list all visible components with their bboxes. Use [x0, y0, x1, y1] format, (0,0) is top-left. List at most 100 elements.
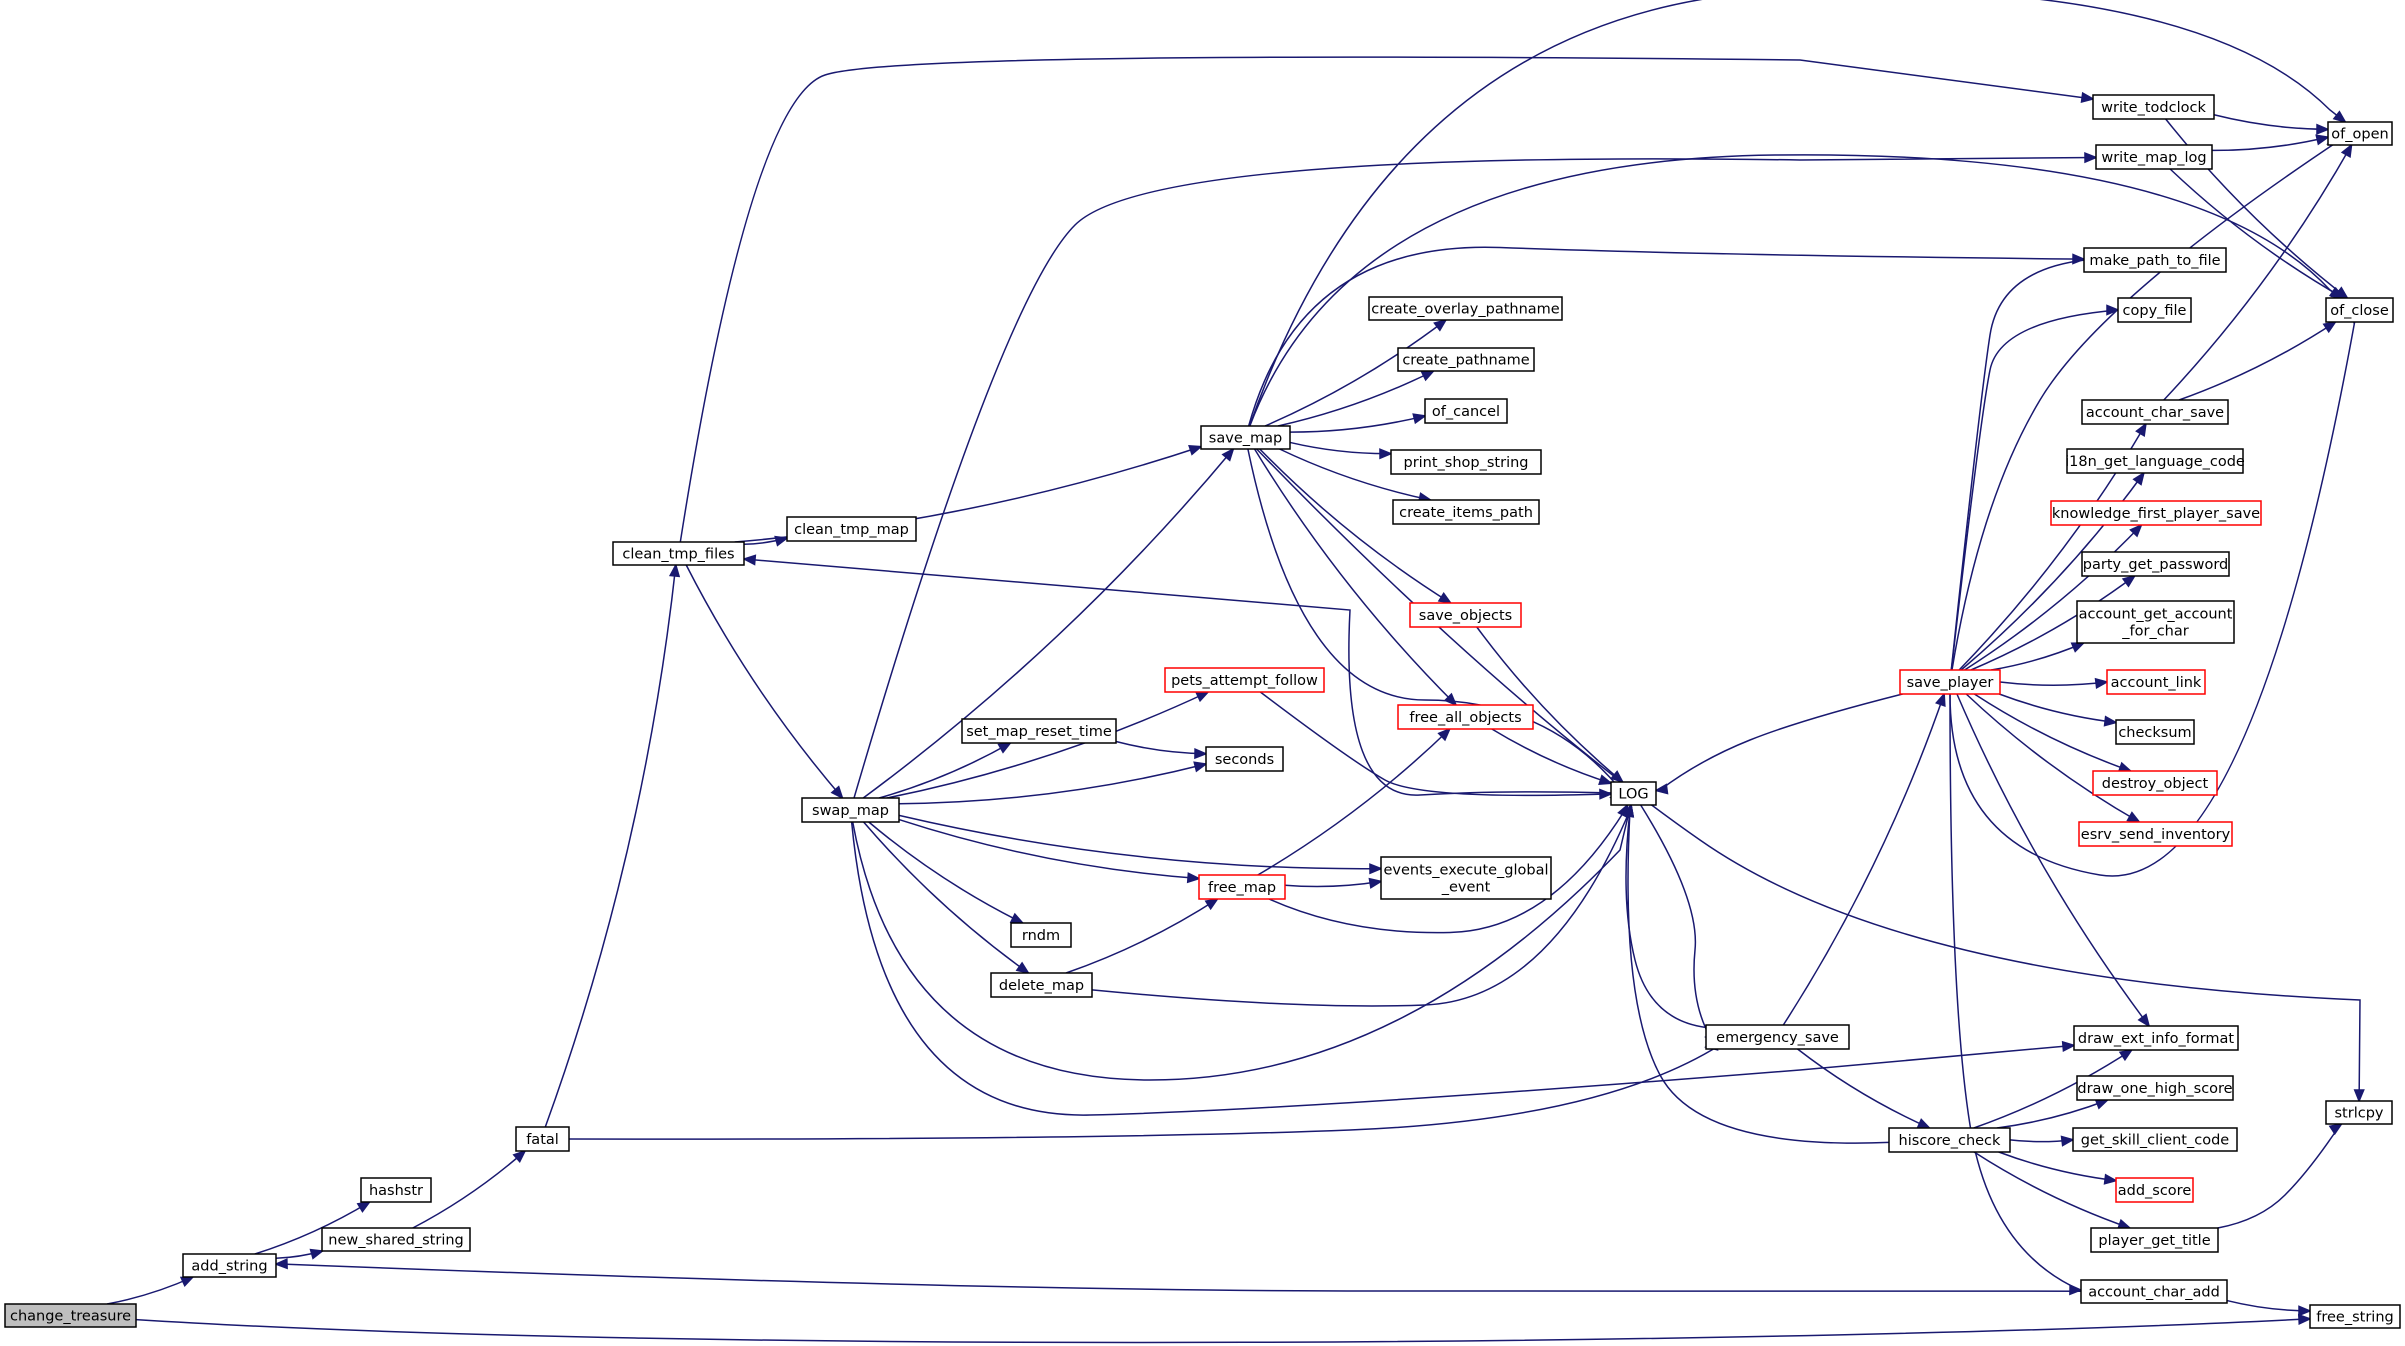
- edge-hiscore_check-to-get_skill_client_code: [2009, 1135, 2075, 1147]
- node-events-execute-global-event[interactable]: events_execute_global_event: [1380, 856, 1552, 900]
- edge-new_shared_string-to-fatal: [412, 1149, 527, 1229]
- node-new-shared-string[interactable]: new_shared_string: [321, 1227, 471, 1252]
- node-knowledge-first-player-save[interactable]: knowledge_first_player_save: [2050, 500, 2262, 526]
- edge-account_char_save-to-of_open: [2163, 143, 2353, 401]
- edge-save_player-to-account_get_account_for_char: [1990, 642, 2086, 671]
- edge-save_map-to-save_objects: [1259, 448, 1453, 605]
- node-account-get-account-for-char[interactable]: account_get_account_for_char: [2076, 600, 2235, 644]
- node-label: of_open: [2331, 127, 2388, 143]
- edge-save_player-to-copy_file: [1950, 304, 2120, 671]
- edge-clean_tmp_files-to-swap_map: [685, 564, 844, 800]
- edge-free_map-to-free_all_objects: [1257, 727, 1452, 876]
- edge-save_map-to-create_overlay_pathname: [1264, 318, 1448, 427]
- node-hiscore-check[interactable]: hiscore_check: [1888, 1127, 2011, 1153]
- node-label: knowledge_first_player_save: [2052, 506, 2260, 522]
- node-rndm[interactable]: rndm: [1010, 922, 1072, 948]
- node-of-close[interactable]: of_close: [2325, 297, 2394, 323]
- node-label: free_map: [1208, 880, 1276, 896]
- edge-swap_map-to-set_map_reset_time: [878, 742, 1013, 799]
- node-free-all-objects[interactable]: free_all_objects: [1397, 704, 1534, 730]
- edge-swap_map-to-rndm: [868, 821, 1025, 924]
- node-label: create_overlay_pathname: [1371, 302, 1560, 318]
- node-label: esrv_send_inventory: [2081, 827, 2231, 843]
- node-strlcpy[interactable]: strlcpy: [2325, 1100, 2393, 1125]
- node-clean-tmp-map[interactable]: clean_tmp_map: [786, 516, 917, 542]
- node-set-map-reset-time[interactable]: set_map_reset_time: [961, 718, 1117, 744]
- node-delete-map[interactable]: delete_map: [990, 972, 1093, 998]
- edge-write_todclock-to-of_open: [2213, 114, 2330, 135]
- node-save-objects[interactable]: save_objects: [1409, 602, 1522, 628]
- node-checksum[interactable]: checksum: [2115, 719, 2195, 745]
- node-swap-map[interactable]: swap_map: [801, 797, 900, 823]
- node-destroy-object[interactable]: destroy_object: [2092, 770, 2218, 796]
- node-fatal[interactable]: fatal: [515, 1126, 570, 1152]
- node-party-get-password[interactable]: party_get_password: [2081, 551, 2230, 577]
- node-i18n-get-language-code[interactable]: i18n_get_language_code: [2065, 448, 2245, 474]
- node-label: party_get_password: [2083, 557, 2228, 573]
- node-esrv-send-inventory[interactable]: esrv_send_inventory: [2078, 821, 2233, 847]
- node-of-cancel[interactable]: of_cancel: [1424, 398, 1508, 424]
- node-label: _event: [1441, 880, 1491, 896]
- edge-swap_map-to-write_map_log: [853, 151, 2098, 799]
- node-of-open[interactable]: of_open: [2327, 121, 2393, 146]
- edge-add_string-to-hashstr: [254, 1200, 372, 1255]
- node-label: add_score: [2118, 1183, 2192, 1199]
- edge-save_player-to-account_link: [1999, 677, 2109, 689]
- node-seconds[interactable]: seconds: [1205, 746, 1284, 772]
- edge-save_map-to-free_all_objects: [1253, 448, 1458, 707]
- node-label: add_string: [191, 1259, 267, 1275]
- node-pets-attempt-follow[interactable]: pets_attempt_follow: [1164, 667, 1325, 693]
- node-add-score[interactable]: add_score: [2115, 1177, 2194, 1203]
- node-account-char-save[interactable]: account_char_save: [2081, 399, 2229, 425]
- node-add-string[interactable]: add_string: [182, 1253, 277, 1278]
- node-label: strlcpy: [2335, 1106, 2384, 1122]
- node-label: write_todclock: [2101, 100, 2206, 116]
- node-emergency-save[interactable]: emergency_save: [1705, 1024, 1850, 1050]
- node-draw-ext-info-format[interactable]: draw_ext_info_format: [2073, 1025, 2239, 1051]
- node-label: free_string: [2316, 1310, 2393, 1326]
- node-label: of_cancel: [1432, 404, 1500, 420]
- node-free-map[interactable]: free_map: [1198, 874, 1286, 900]
- node-label: delete_map: [999, 978, 1084, 994]
- node-clean-tmp-files[interactable]: clean_tmp_files: [612, 541, 745, 566]
- edge-save_map-to-of_open: [1248, 0, 2347, 427]
- node-label: pets_attempt_follow: [1171, 673, 1318, 689]
- node-label: draw_ext_info_format: [2078, 1031, 2234, 1047]
- node-copy-file[interactable]: copy_file: [2117, 297, 2192, 323]
- node-label: of_close: [2330, 303, 2389, 319]
- node-label: set_map_reset_time: [966, 724, 1112, 740]
- node-account-char-add[interactable]: account_char_add: [2080, 1279, 2228, 1304]
- node-label: events_execute_global: [1383, 863, 1548, 879]
- edge-swap_map-to-free_map: [898, 818, 1201, 884]
- node-label: hiscore_check: [1899, 1133, 2001, 1149]
- node-write-todclock[interactable]: write_todclock: [2092, 94, 2215, 120]
- node-make-path-to-file[interactable]: make_path_to_file: [2083, 247, 2227, 273]
- edge-swap_map-to-events_execute_global_event: [898, 814, 1383, 875]
- node-hashstr[interactable]: hashstr: [360, 1177, 432, 1203]
- node-create-items-path[interactable]: create_items_path: [1392, 499, 1540, 525]
- edge-emergency_save-to-LOG: [1623, 803, 1707, 1029]
- node-get-skill-client-code[interactable]: get_skill_client_code: [2072, 1127, 2238, 1152]
- edge-hiscore_check-to-player_get_title: [1973, 1151, 2132, 1230]
- node-create-pathname[interactable]: create_pathname: [1397, 347, 1535, 372]
- node-player-get-title[interactable]: player_get_title: [2090, 1227, 2219, 1253]
- edge-change_treasure-to-free_string: [135, 1313, 2312, 1344]
- node-draw-one-high-score[interactable]: draw_one_high_score: [2076, 1075, 2234, 1101]
- node-account-link[interactable]: account_link: [2106, 669, 2206, 695]
- node-print-shop-string[interactable]: print_shop_string: [1390, 449, 1542, 475]
- edge-delete_map-to-free_map: [1065, 897, 1220, 974]
- edge-save_player-to-destroy_object: [1973, 693, 2133, 773]
- node-label: write_map_log: [2101, 150, 2206, 166]
- node-LOG[interactable]: LOG: [1610, 781, 1657, 806]
- edge-free_map-to-events_execute_global_event: [1284, 877, 1383, 889]
- node-free-string[interactable]: free_string: [2309, 1304, 2401, 1329]
- node-save-map[interactable]: save_map: [1200, 425, 1291, 450]
- node-save-player[interactable]: save_player: [1899, 669, 2001, 695]
- node-change-treasure[interactable]: change_treasure: [4, 1303, 137, 1328]
- edge-save_player-to-checksum: [1998, 693, 2118, 727]
- edge-clean_tmp_files-to-write_todclock: [679, 56, 2095, 543]
- edge-save_objects-to-LOG: [1476, 626, 1625, 784]
- edge-set_map_reset_time-to-seconds: [1115, 740, 1208, 760]
- node-create-overlay-pathname[interactable]: create_overlay_pathname: [1368, 296, 1563, 321]
- node-write-map-log[interactable]: write_map_log: [2095, 144, 2213, 170]
